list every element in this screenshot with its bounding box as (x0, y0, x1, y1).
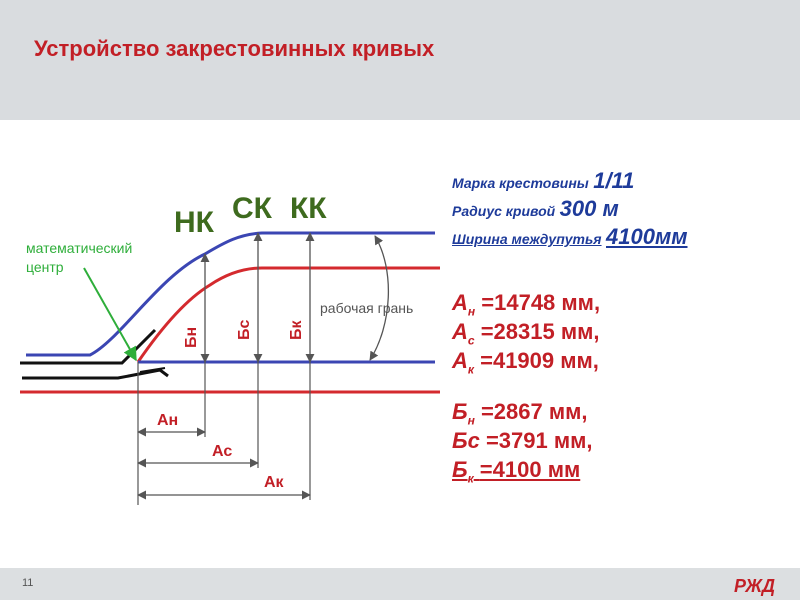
label-sk: СК (232, 192, 273, 225)
rzd-logo-text: РЖД (734, 576, 775, 596)
param-spacing: Ширина междупутья 4100мм (452, 224, 792, 252)
result-bs: Бс =3791 мм, (452, 428, 792, 457)
result-bs-symbol: Бс (452, 428, 480, 453)
result-ak-symbol: А (452, 348, 468, 373)
result-an-subscript: н (467, 304, 476, 319)
page-number: 11 (22, 577, 34, 589)
result-ak-value: =41909 мм, (480, 348, 599, 373)
radius-value: 300 м (559, 196, 619, 221)
result-an-value: =14748 мм, (481, 290, 601, 315)
result-an: Ан =14748 мм, (452, 290, 792, 319)
result-bs-value: =3791 мм, (485, 428, 593, 453)
crossing-frog (20, 328, 169, 380)
result-bk: Бк =4100 мм (452, 457, 792, 486)
result-ak-subscript: к (467, 362, 474, 377)
result-bk-value: =4100 мм (479, 457, 581, 482)
math-center-label-line1: математический (26, 240, 132, 256)
param-crossing-mark: Марка крестовины 1/11 (452, 168, 792, 196)
calculation-results: Ан =14748 мм, Ас =28315 мм, Ак =41909 мм… (452, 290, 792, 486)
label-an: Ан (157, 412, 178, 429)
label-bs: Бс (236, 320, 253, 341)
slide-header: Устройство закрестовинных кривых (0, 0, 800, 120)
label-as: Ас (212, 443, 232, 460)
result-an-symbol: А (452, 290, 468, 315)
param-radius: Радиус кривой 300 м (452, 196, 792, 224)
result-as: Ас =28315 мм, (452, 319, 792, 348)
radius-label: Радиус кривой (452, 203, 556, 219)
result-bn-symbol: Б (452, 399, 468, 424)
label-bk: Бк (288, 320, 305, 341)
spacing-value: 4100мм (606, 224, 688, 249)
rzd-logo-icon: РЖД (734, 576, 775, 596)
result-bn-value: =2867 мм, (480, 399, 588, 424)
input-parameters: Марка крестовины 1/11 Радиус кривой 300 … (452, 168, 792, 252)
result-ak: Ак =41909 мм, (452, 348, 792, 377)
math-center-label-line2: центр (26, 259, 64, 275)
result-as-symbol: А (452, 319, 468, 344)
curved-track-blue-rail (26, 231, 435, 357)
result-bk-symbol: Б (452, 457, 468, 482)
crossing-mark-value: 1/11 (593, 168, 635, 193)
slide-footer: 11 РЖД (0, 568, 800, 600)
label-ak: Ак (264, 474, 285, 491)
slide-title: Устройство закрестовинных кривых (34, 36, 435, 61)
curved-track-red-rail (136, 266, 440, 363)
math-center-arrow (83, 267, 137, 362)
label-nk: НК (174, 206, 215, 239)
spacing-label: Ширина междупутья (452, 231, 602, 247)
label-kk: КК (290, 192, 327, 225)
crossing-mark-label: Марка крестовины (452, 175, 589, 191)
result-as-subscript: с (467, 333, 475, 348)
results-spacer (452, 377, 792, 399)
result-bn-subscript: н (467, 413, 475, 428)
result-bn: Бн =2867 мм, (452, 399, 792, 428)
result-bk-subscript: к (467, 471, 474, 486)
label-bn: Бн (183, 327, 200, 348)
result-as-value: =28315 мм, (480, 319, 600, 344)
working-edge-arrow (369, 235, 389, 361)
working-edge-label: рабочая грань (320, 300, 413, 316)
